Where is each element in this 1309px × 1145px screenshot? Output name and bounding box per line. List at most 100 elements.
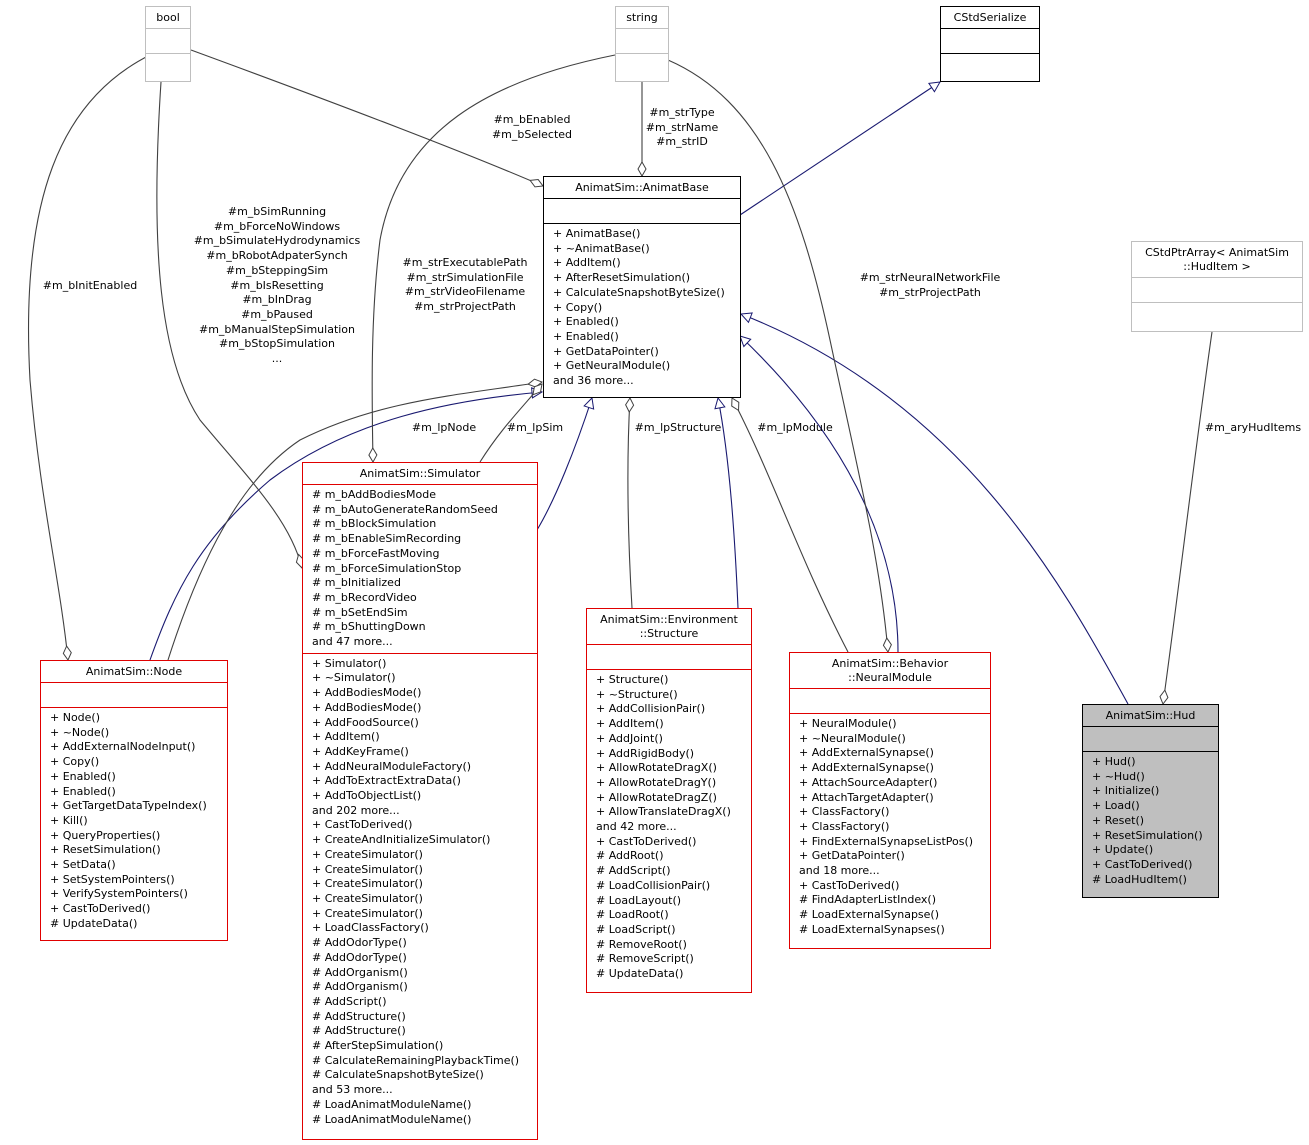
methods-section — [616, 53, 668, 78]
edge-hud-inherits-base — [741, 314, 1129, 705]
edge-ptrarray-to-hud — [1159, 331, 1213, 705]
member-line: + GetDataPointer() — [553, 344, 659, 358]
member-line: #m_strExecutablePath — [402, 256, 528, 269]
member-line: + ~NeuralModule() — [799, 731, 906, 745]
methods-section — [1132, 302, 1302, 327]
class-hud[interactable]: AnimatSim::Hud + Hud()+ ~Hud()+ Initiali… — [1082, 704, 1219, 898]
member-line: #m_bIsResetting — [230, 278, 324, 292]
attributes-section — [1132, 277, 1302, 302]
member-line: #m_strProjectPath — [414, 300, 516, 314]
member-line: + GetDataPointer() — [799, 849, 905, 863]
member-line: + CastToDerived() — [312, 818, 413, 832]
member-line: + CreateSimulator() — [312, 891, 423, 905]
class-title: CStdSerialize — [941, 7, 1039, 28]
attributes-section: # m_bAddBodiesMode# m_bAutoGenerateRando… — [303, 484, 537, 653]
member-line: #m_bManualStepSimulation — [198, 322, 356, 336]
member-line: + AddToObjectList() — [312, 789, 422, 803]
member-line: # AddOrganism() — [312, 965, 408, 979]
class-title: AnimatSim::Behavior ::NeuralModule — [790, 653, 990, 688]
member-line: # LoadAnimatModuleName() — [312, 1097, 472, 1111]
edge-label-bool-to-node: #m_bInitEnabled — [30, 279, 150, 294]
member-line: #m_lpModule — [757, 421, 833, 434]
class-title-line: ::HudItem > — [1183, 260, 1251, 273]
member-line: + AddItem() — [553, 256, 621, 270]
class-node[interactable]: AnimatSim::Node + Node()+ ~Node()+ AddEx… — [40, 660, 228, 941]
member-line: + CastToDerived() — [596, 834, 697, 848]
class-animatbase[interactable]: AnimatSim::AnimatBase + AnimatBase()+ ~A… — [543, 176, 741, 398]
member-line: + AddItem() — [312, 730, 380, 744]
member-line: # m_bInitialized — [312, 576, 401, 590]
member-line: + ResetSimulation() — [1092, 828, 1203, 842]
member-line: + CalculateSnapshotByteSize() — [553, 285, 725, 299]
class-neuralmodule[interactable]: AnimatSim::Behavior ::NeuralModule + Neu… — [789, 652, 991, 949]
member-line: + AfterResetSimulation() — [553, 271, 691, 285]
member-line: # FindAdapterListIndex() — [799, 893, 936, 907]
member-line: + AddRigidBody() — [596, 746, 695, 760]
class-title: AnimatSim::AnimatBase — [544, 177, 740, 198]
member-line: #m_bStopSimulation — [218, 337, 335, 351]
member-line: + QueryProperties() — [50, 828, 161, 842]
class-string[interactable]: string — [615, 6, 669, 82]
member-line: # m_bSetEndSim — [312, 605, 408, 619]
class-title: CStdPtrArray< AnimatSim ::HudItem > — [1132, 242, 1302, 277]
methods-section: + NeuralModule()+ ~NeuralModule()+ AddEx… — [790, 713, 990, 941]
member-line: #m_bSelected — [491, 127, 573, 141]
member-line: # LoadRoot() — [596, 908, 669, 922]
member-line: #m_lpSim — [506, 421, 564, 434]
member-line: + AddExternalSynapse() — [799, 746, 934, 760]
class-title-line: AnimatSim::AnimatBase — [575, 181, 709, 194]
member-line: # m_bEnableSimRecording — [312, 532, 462, 546]
edge-simulator-inherits-base — [536, 398, 592, 531]
member-line: # RemoveRoot() — [596, 937, 687, 951]
member-line: + AddKeyFrame() — [312, 744, 409, 758]
methods-section — [146, 53, 190, 78]
member-line: + ClassFactory() — [799, 805, 890, 819]
member-line: + CreateSimulator() — [312, 877, 423, 891]
class-structure[interactable]: AnimatSim::Environment ::Structure + Str… — [586, 608, 752, 993]
attributes-section — [1083, 726, 1218, 751]
member-line: + ~Simulator() — [312, 671, 396, 685]
member-line: #m_strVideoFilename — [404, 285, 526, 299]
member-line: #m_bInitEnabled — [42, 279, 138, 292]
member-line: + ~AnimatBase() — [553, 241, 650, 255]
class-simulator[interactable]: AnimatSim::Simulator # m_bAddBodiesMode#… — [302, 462, 538, 1140]
methods-section — [941, 53, 1039, 78]
member-line: # m_bShuttingDown — [312, 620, 426, 634]
edge-label-bool-to-base: #m_bEnabled#m_bSelected — [470, 113, 594, 142]
edge-neural-inherits-base — [740, 336, 899, 653]
member-line: + AddExternalSynapse() — [799, 761, 934, 775]
member-line: #m_strID — [656, 135, 708, 149]
class-title: AnimatSim::Node — [41, 661, 227, 682]
member-line: # AddStructure() — [312, 1009, 406, 1023]
member-line: + AddFoodSource() — [312, 715, 419, 729]
attributes-section — [146, 28, 190, 53]
class-title: string — [616, 7, 668, 28]
edge-bool-to-sim — [156, 81, 305, 569]
member-line: + ~Node() — [50, 725, 110, 739]
class-title-line: bool — [156, 11, 180, 24]
class-title: bool — [146, 7, 190, 28]
member-line: + ~Structure() — [596, 687, 678, 701]
methods-section: + Node()+ ~Node()+ AddExternalNodeInput(… — [41, 707, 227, 935]
class-title-line: string — [626, 11, 658, 24]
member-line: + Reset() — [1092, 813, 1145, 827]
member-line: + CastToDerived() — [799, 878, 900, 892]
member-line: # m_bAutoGenerateRandomSeed — [312, 502, 498, 516]
member-line: # LoadLayout() — [596, 893, 682, 907]
member-line: + FindExternalSynapseListPos() — [799, 834, 974, 848]
class-cstdptrarray[interactable]: CStdPtrArray< AnimatSim ::HudItem > — [1131, 241, 1303, 332]
member-line: + ClassFactory() — [799, 819, 890, 833]
member-line: + AllowRotateDragZ() — [596, 790, 717, 804]
edge-label-hud-items: #m_aryHudItems — [1198, 421, 1308, 436]
class-bool[interactable]: bool — [145, 6, 191, 82]
member-line: ... — [271, 352, 283, 366]
attributes-section — [616, 28, 668, 53]
member-line: #m_bSimulateHydrodynamics — [193, 234, 361, 248]
member-line: + GetTargetDataTypeIndex() — [50, 799, 207, 813]
member-line: and 47 more... — [312, 635, 393, 649]
member-line: + Enabled() — [553, 329, 619, 343]
member-line: + CreateSimulator() — [312, 906, 423, 920]
class-cstdserialize[interactable]: CStdSerialize — [940, 6, 1040, 82]
member-line: # m_bRecordVideo — [312, 590, 417, 604]
